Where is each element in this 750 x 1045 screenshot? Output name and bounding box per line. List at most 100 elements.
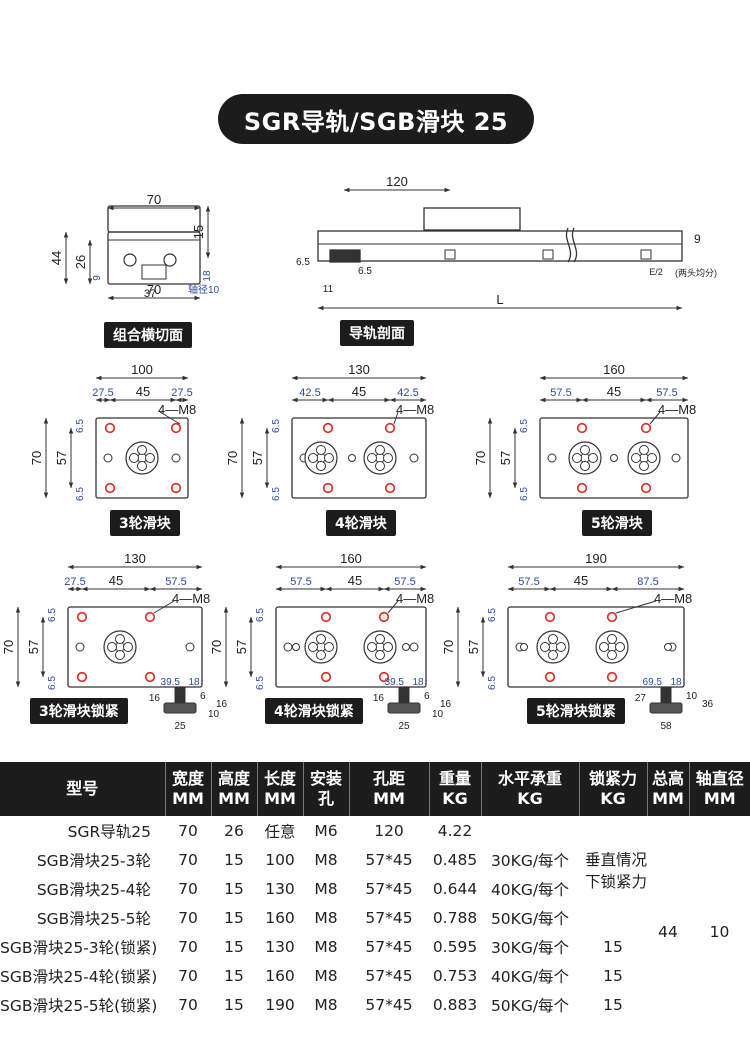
dim-block-width: 70 (29, 451, 44, 465)
dim-offset-left: 57.5 (290, 576, 311, 588)
wheel-icon (324, 642, 334, 652)
side-hole-icon (409, 642, 419, 652)
wheel-icon (580, 445, 590, 455)
dim-hole-span: 57 (54, 451, 69, 465)
wheel-icon (588, 453, 598, 463)
center-hole-icon (520, 643, 528, 651)
wheel-icon (137, 461, 147, 471)
side-hole-icon (671, 453, 681, 463)
dim-rail-length: L (496, 292, 503, 307)
dim-edge-bottom: 6.5 (47, 676, 58, 690)
mount-hole (640, 249, 652, 260)
cross-section-block (107, 205, 201, 233)
wheel-icon (375, 650, 385, 660)
dim-block-length: 100 (131, 362, 153, 377)
end-cap (329, 249, 361, 263)
dim-edge-top: 6.5 (487, 608, 498, 622)
both-ends-note: (两头均分) (675, 267, 717, 278)
leader-line (159, 411, 181, 425)
table-row: SGB滑块25-4轮(锁紧) 70 15 160 M8 57*45 0.753 … (0, 966, 623, 986)
wheel-icon (367, 642, 377, 652)
label-block-4-lock: 4轮滑块锁紧 (265, 698, 363, 724)
dim-width-top: 70 (147, 192, 161, 207)
wheel-icon (615, 642, 625, 652)
hole-spec: 4—M8 (658, 402, 696, 417)
table-row: SGB滑块25-5轮 70 15 160 M8 57*45 0.788 50KG… (36, 908, 570, 928)
block-4-wheel-lock (275, 606, 427, 714)
dim-hole-span: 57 (26, 640, 41, 654)
m8-hole-icon (322, 482, 334, 494)
lock-knob-icon (387, 702, 421, 714)
dim-width-bottom: 70 (147, 282, 161, 297)
dim-lock-25: 25 (174, 721, 186, 732)
wheel-cluster-icon (304, 630, 338, 664)
dim-lock-6: 6 (424, 691, 430, 702)
wheel-icon (548, 650, 558, 660)
leader-line (387, 600, 399, 614)
roller-icon (123, 253, 137, 267)
label-cross-section: 组合横切面 (104, 322, 192, 348)
wheel-icon (375, 634, 385, 644)
m8-hole-icon (576, 422, 588, 434)
lock-knob-icon (649, 702, 683, 714)
dim-lock-16b: 16 (216, 699, 228, 710)
label-rail-section: 导轨剖面 (340, 320, 414, 346)
block-5-wheel (539, 417, 689, 499)
lock-stem (398, 686, 410, 704)
lock-stem (174, 686, 186, 704)
page-title: SGR导轨/SGB滑块 25 (218, 94, 534, 144)
dim-lock-16: 27 (635, 693, 647, 704)
m8-hole-icon (544, 611, 556, 623)
hole-spec: 4—M8 (396, 402, 434, 417)
wheel-cluster-icon (595, 630, 629, 664)
wheel-cluster-icon (568, 441, 602, 475)
dim-6-5-a: 6.5 (296, 257, 310, 268)
dim-lock-16b: 16 (440, 699, 452, 710)
m8-hole-icon (322, 422, 334, 434)
table-row: SGB滑块25-3轮 70 15 100 M8 57*45 0.485 30KG… (0, 845, 750, 942)
dim-lock-18: 18 (188, 677, 200, 688)
wheel-cluster-icon (125, 441, 159, 475)
mount-hole (542, 249, 554, 260)
wheel-icon (375, 445, 385, 455)
label-block-5-lock: 5轮滑块锁紧 (527, 698, 625, 724)
wheel-icon (639, 445, 649, 455)
dim-lock-6: 6 (200, 691, 206, 702)
wheel-icon (631, 453, 641, 463)
dim-lock-offset: 39.5 (385, 677, 405, 688)
total-height-value: 44 (658, 923, 678, 941)
m8-hole-icon (378, 671, 390, 683)
lock-stem (660, 686, 672, 704)
center-hole-icon (348, 454, 356, 462)
dim-edge-top: 6.5 (271, 419, 282, 433)
label-block-4: 4轮滑块 (326, 510, 396, 536)
dim-lock-18: 18 (412, 677, 424, 688)
dim-hole-span: 57 (234, 640, 249, 654)
dim-offset-left: 27.5 (92, 387, 113, 399)
dim-lock-18: 18 (670, 677, 682, 688)
center-hole-icon (664, 643, 672, 651)
dim-block-width: 70 (473, 451, 488, 465)
m8-hole-icon (104, 482, 116, 494)
wheel-cluster-icon (627, 441, 661, 475)
rail-profile (317, 230, 683, 262)
dim-offset-right: 57.5 (656, 387, 677, 399)
header-model: 型号 (0, 762, 166, 816)
m8-hole-icon (104, 422, 116, 434)
dim-lock-16: 16 (373, 693, 385, 704)
hole-spec: 4—M8 (158, 402, 196, 417)
wheel-icon (556, 642, 566, 652)
label-block-5: 5轮滑块 (582, 510, 652, 536)
dim-offset-left: 57.5 (550, 387, 571, 399)
wheel-icon (580, 461, 590, 471)
dim-rail-height: 26 (73, 255, 88, 269)
wheel-cluster-icon (103, 630, 137, 664)
dim-edge-top: 6.5 (47, 608, 58, 622)
